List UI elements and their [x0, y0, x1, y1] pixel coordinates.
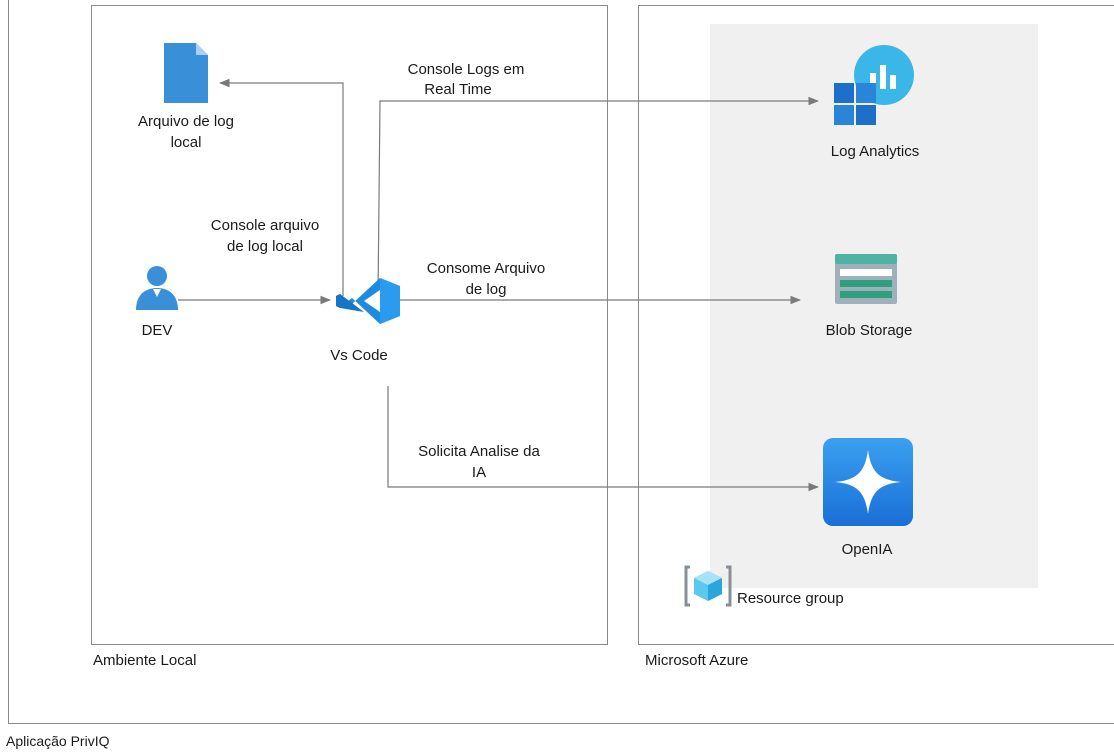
log-analytics-label: Log Analytics	[830, 143, 920, 160]
edge-consome-line2: de log	[465, 281, 507, 298]
log-file-label-line1: Arquivo de log	[138, 113, 234, 130]
log-analytics-icon	[832, 45, 918, 131]
edge-console-logs-line1: Console Logs em	[407, 61, 525, 78]
vscode-icon	[334, 276, 402, 326]
edge-solicita-line1: Solicita Analise da	[418, 443, 540, 460]
edge-local-file-label-line1: Console arquivo	[210, 217, 320, 234]
openia-label: OpenIA	[841, 541, 893, 558]
edge-console-logs-line2: Real Time	[424, 81, 492, 98]
vscode-label: Vs Code	[330, 347, 388, 364]
application-caption: Aplicação PrivIQ	[6, 733, 110, 749]
blob-storage-icon	[835, 254, 897, 304]
edge-vscode-to-openia	[387, 386, 820, 492]
edge-vscode-to-loganalytics	[377, 96, 820, 297]
document-icon	[162, 41, 210, 105]
application-frame	[8, 0, 1114, 724]
azure-caption: Microsoft Azure	[645, 652, 749, 669]
user-icon	[135, 265, 179, 311]
resource-group-label: Resource group	[737, 590, 844, 607]
edge-solicita-line2: IA	[471, 464, 487, 481]
edge-consome-line1: Consome Arquivo	[426, 260, 546, 277]
resource-group-icon	[684, 565, 732, 607]
openai-icon	[823, 438, 913, 526]
azure-frame	[638, 5, 1114, 645]
dev-label: DEV	[141, 322, 173, 339]
edge-vscode-to-logfile	[218, 78, 344, 296]
blob-storage-label: Blob Storage	[825, 322, 913, 339]
local-environment-frame	[91, 5, 608, 645]
edge-local-file-label-line2: de log local	[227, 238, 303, 255]
local-environment-caption: Ambiente Local	[93, 652, 197, 669]
log-file-label-line2: local	[170, 134, 202, 151]
